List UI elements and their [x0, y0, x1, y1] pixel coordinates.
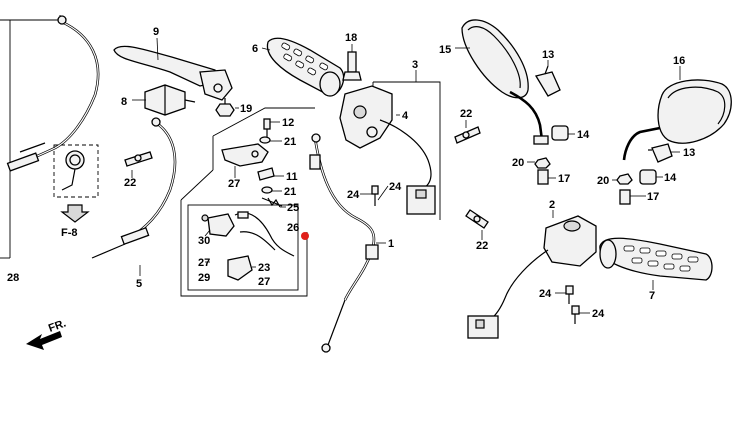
- label-26: 26: [287, 222, 299, 234]
- switch-2: [467, 215, 597, 339]
- label-24-right-lower: 24: [592, 308, 605, 320]
- label-13-right: 13: [683, 147, 695, 159]
- nut-20-right: [616, 173, 633, 185]
- label-4: 4: [402, 110, 409, 122]
- washer-21: [259, 136, 273, 194]
- screw-24-housing: [371, 185, 379, 206]
- label-3: 3: [412, 59, 418, 71]
- label-27-lower: 27: [258, 276, 270, 288]
- pin-11: [257, 167, 275, 181]
- cable-28: [6, 15, 100, 172]
- label-21-upper: 21: [284, 136, 296, 148]
- label-22-middle: 22: [460, 108, 472, 120]
- label-20-right: 20: [597, 175, 609, 187]
- mirror-16: [622, 79, 732, 161]
- label-15: 15: [439, 44, 451, 56]
- front-arrow-icon: FR.: [26, 317, 68, 350]
- label-27-mid: 27: [198, 257, 210, 269]
- label-23: 23: [258, 262, 270, 274]
- label-8: 8: [121, 96, 127, 108]
- nut-14-right: [639, 169, 657, 185]
- label-f8: F-8: [61, 227, 78, 239]
- label-14-left: 14: [577, 129, 590, 141]
- cable-tie-22-middle: [454, 126, 481, 144]
- label-21-lower: 21: [284, 186, 296, 198]
- label-14-right: 14: [664, 172, 677, 184]
- label-7: 7: [649, 290, 655, 302]
- label-28: 28: [7, 272, 19, 284]
- label-13-left: 13: [542, 49, 554, 61]
- bolt-18: [342, 51, 362, 81]
- housing-4: [339, 85, 436, 215]
- bolt-17-right: [619, 189, 631, 205]
- label-29: 29: [198, 272, 210, 284]
- label-17-left: 17: [558, 173, 570, 185]
- cable-tie-22-left: [124, 151, 153, 167]
- cable-5: [91, 117, 177, 259]
- bolt-17-left: [537, 169, 549, 185]
- down-arrow-icon: [60, 204, 90, 223]
- label-24-right-upper: 24: [539, 288, 552, 300]
- label-6: 6: [252, 43, 258, 55]
- highlight-marker[interactable]: [301, 232, 309, 240]
- cable-tie-22-lower: [465, 209, 489, 229]
- label-1: 1: [388, 238, 394, 250]
- label-24-housing-a: 24: [347, 189, 360, 201]
- grip-6: [266, 37, 345, 97]
- label-12: 12: [282, 117, 294, 129]
- spring-assembly: [53, 144, 99, 223]
- front-label: FR.: [47, 317, 68, 334]
- label-30: 30: [198, 235, 210, 247]
- adjuster-13-right: [648, 143, 673, 163]
- label-5: 5: [136, 278, 142, 290]
- label-22-left: 22: [124, 177, 136, 189]
- screw-24-right: [565, 285, 580, 324]
- label-22-lower: 22: [476, 240, 488, 252]
- bracket-28: [0, 15, 61, 259]
- bracket-27-upper: [221, 143, 269, 167]
- nut-14-left: [551, 125, 569, 141]
- switch-8: [144, 84, 196, 116]
- inner-parts: [201, 211, 295, 281]
- label-16: 16: [673, 55, 685, 67]
- label-11: 11: [286, 171, 298, 183]
- part-labels: 9 8 19 6 18 3 4 22 15 13 14 20 17 16 13 …: [7, 26, 695, 320]
- leader-lines: [131, 37, 681, 314]
- mirror-15: [461, 19, 549, 145]
- label-9: 9: [153, 26, 159, 38]
- bolt-19: [215, 98, 235, 117]
- label-18: 18: [345, 32, 357, 44]
- label-27-upper: 27: [228, 178, 240, 190]
- label-17-right: 17: [647, 191, 659, 203]
- spring-25: [261, 197, 283, 208]
- label-19: 19: [240, 103, 252, 115]
- cable-1: [309, 133, 379, 353]
- label-24-housing-b: 24: [389, 181, 402, 193]
- subassembly-box: [180, 107, 315, 297]
- lever-9: [113, 45, 233, 101]
- label-25: 25: [287, 202, 299, 214]
- grip-7: [599, 237, 713, 281]
- label-20-left: 20: [512, 157, 524, 169]
- adjuster-13-left: [534, 65, 561, 97]
- label-2: 2: [549, 199, 555, 211]
- nut-20-left: [534, 157, 551, 169]
